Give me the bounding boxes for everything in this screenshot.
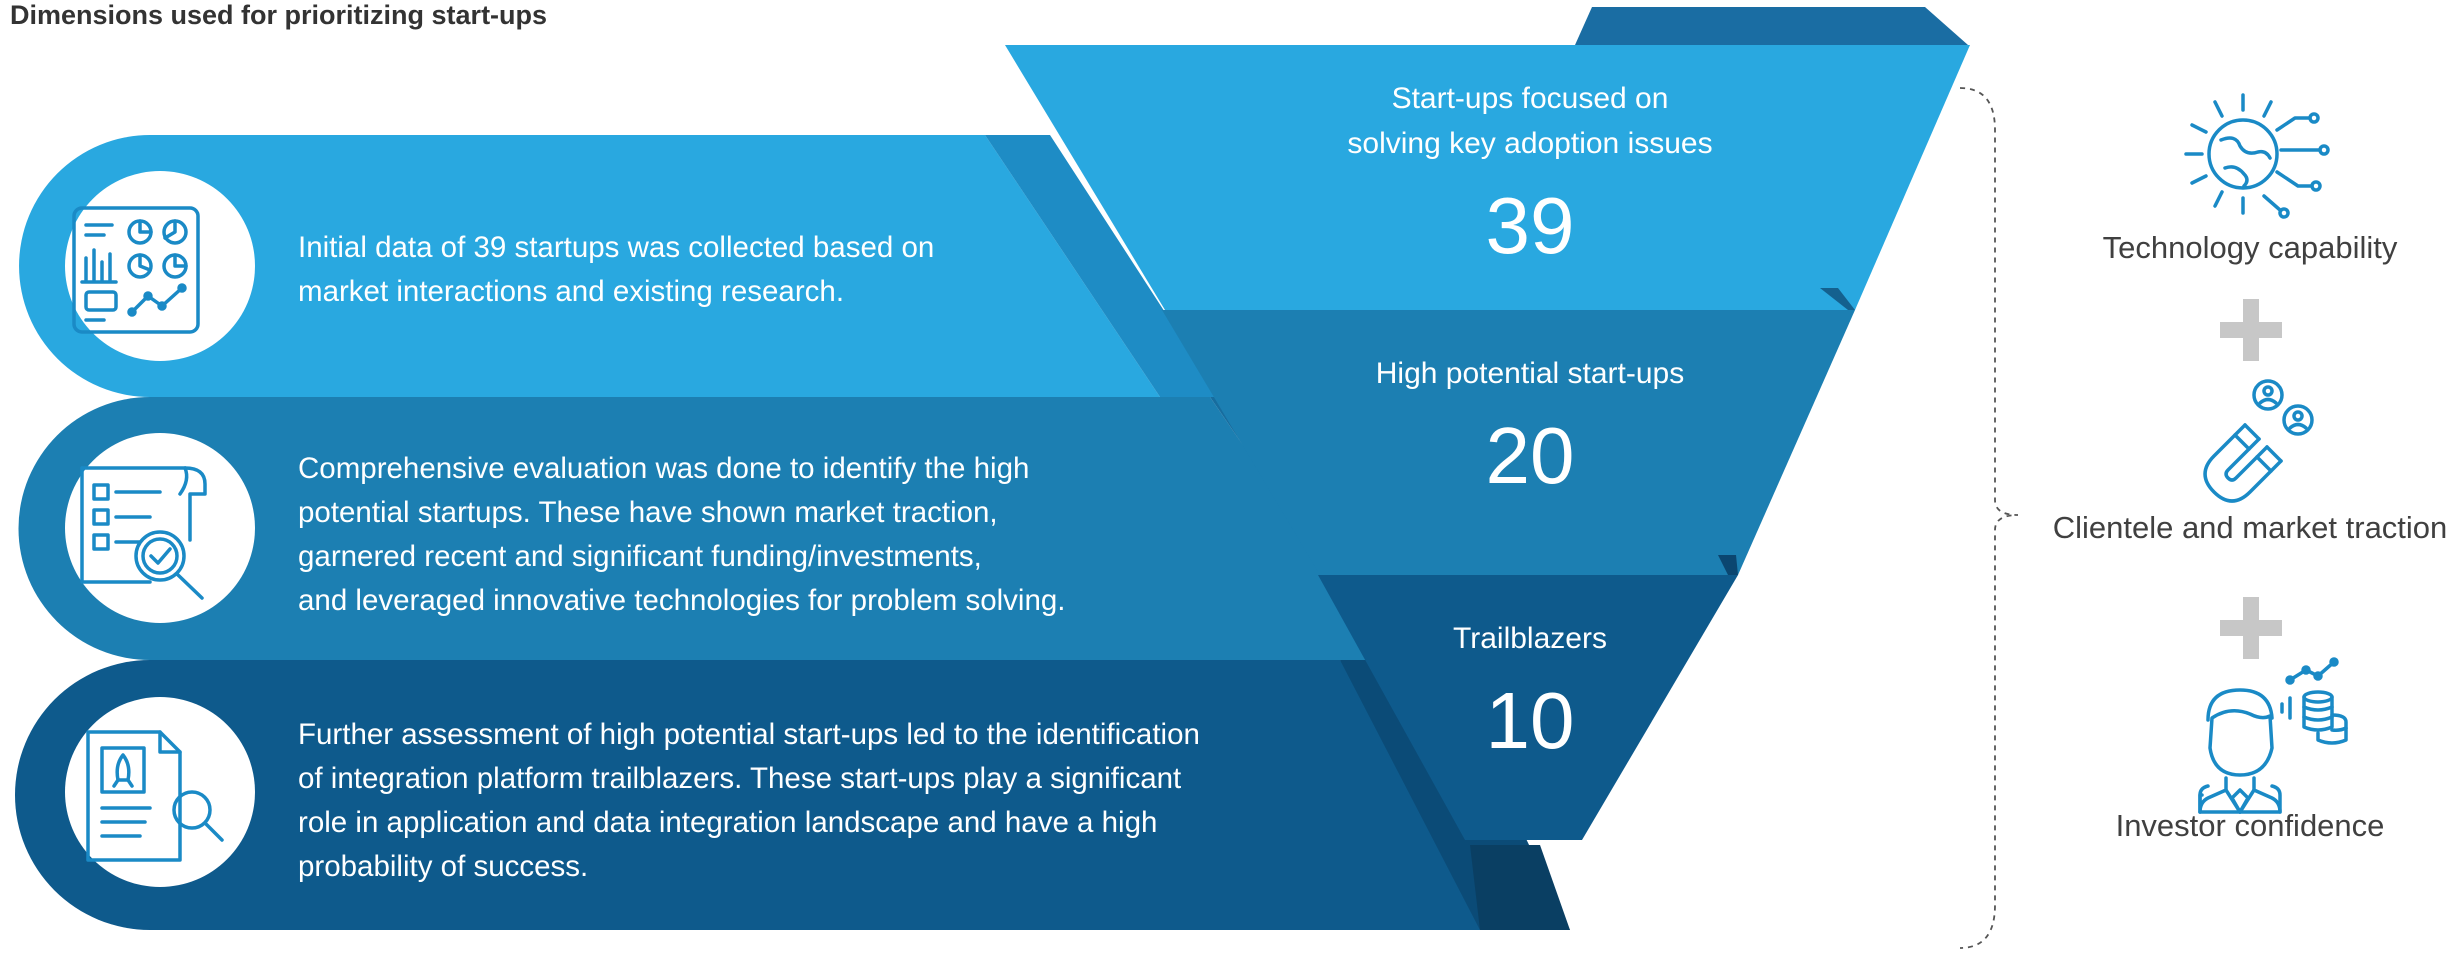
description-line: Comprehensive evaluation was done to ide… (298, 452, 1030, 485)
funnel-label-line: High potential start-ups (1375, 357, 1685, 390)
band-diagonal-shade-bottom (1470, 845, 1570, 930)
stage-icon-circle-1 (65, 171, 255, 361)
tech-globe-circuit-icon (2184, 93, 2330, 219)
document-rocket-search-icon (86, 730, 224, 862)
stage-band-1 (19, 135, 1161, 397)
description-line: probability of success. (298, 850, 589, 883)
stage-icon-circle-3 (65, 697, 255, 887)
funnel-label-2: High potential start-ups (1280, 351, 1780, 396)
funnel-segment-middle (1162, 310, 1855, 575)
dimension-label-technology: Technology capability (2102, 230, 2398, 265)
description-line: Further assessment of high potential sta… (298, 718, 1200, 751)
funnel-label-1: Start-ups focused on solving key adoptio… (1280, 76, 1780, 166)
funnel-label-3: Trailblazers (1280, 616, 1780, 661)
checklist-magnifier-icon (80, 466, 207, 600)
plus-icon (2220, 299, 2282, 361)
stage-description-2: Comprehensive evaluation was done to ide… (298, 447, 1065, 623)
stage-icon-circle-2 (65, 433, 255, 623)
description-line: garnered recent and significant funding/… (298, 540, 982, 573)
funnel-ridge-2 (1718, 555, 1738, 575)
stage-description-3: Further assessment of high potential sta… (298, 713, 1200, 889)
description-line: potential startups. These have shown mar… (298, 496, 998, 529)
plus-icon (2220, 597, 2282, 659)
description-line: and leveraged innovative technologies fo… (298, 584, 1066, 617)
dimension-label-investor: Investor confidence (2115, 808, 2385, 843)
description-line: of integration platform trailblazers. Th… (298, 762, 1182, 795)
description-line: Initial data of 39 startups was collecte… (298, 231, 935, 264)
funnel-back-tab (1575, 7, 1968, 45)
funnel-ridge-1 (1820, 288, 1855, 310)
dimensions-bracket (1959, 87, 2019, 949)
page-title: Dimensions used for prioritizing start-u… (10, 0, 548, 30)
dimension-label-clientele: Clientele and market traction (2052, 510, 2448, 545)
stage-band-3 (15, 660, 1570, 930)
band-diagonal-shade-1 (985, 135, 1220, 397)
funnel-segment-top (1005, 45, 1970, 310)
stage-description-1: Initial data of 39 startups was collecte… (298, 226, 934, 314)
stage-band-2 (18, 397, 1390, 660)
description-line: role in application and data integration… (298, 806, 1158, 839)
funnel-count-1: 39 (1485, 181, 1575, 270)
magnet-users-icon (2203, 379, 2314, 503)
funnel-segment-bottom (1318, 575, 1738, 840)
funnel-label-line: Start-ups focused on (1391, 82, 1669, 115)
funnel-label-line: Trailblazers (1453, 622, 1607, 655)
funnel-label-line: solving key adoption issues (1347, 127, 1713, 160)
investor-coins-icon (2198, 657, 2348, 814)
description-line: market interactions and existing researc… (298, 275, 845, 308)
funnel-count-2: 20 (1485, 411, 1575, 500)
dashboard-charts-icon (72, 206, 200, 334)
funnel-count-3: 10 (1485, 676, 1575, 765)
